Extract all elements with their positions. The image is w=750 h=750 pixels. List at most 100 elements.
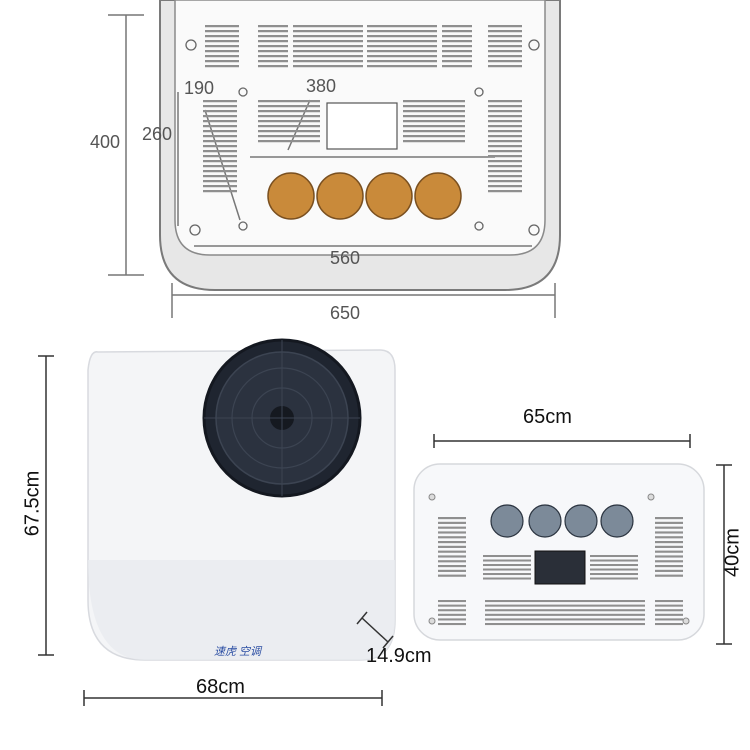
grille-slat xyxy=(483,564,531,567)
grille-slat xyxy=(205,55,239,58)
drawing-dimension-lines xyxy=(108,14,556,318)
grille-slat xyxy=(442,45,472,48)
grille-slat xyxy=(438,560,466,563)
grille-slat xyxy=(293,60,363,63)
grille-slat xyxy=(488,40,522,43)
left-depth-label: 14.9cm xyxy=(366,645,432,667)
grille-slat xyxy=(205,25,239,28)
grille-slat xyxy=(483,577,531,580)
grille-slat xyxy=(367,40,437,43)
grille-slat xyxy=(438,565,466,568)
grille-slat xyxy=(258,50,288,53)
grille-slat xyxy=(293,40,363,43)
grille-slat xyxy=(293,35,363,38)
grille-slat xyxy=(367,50,437,53)
drawing-orange-vents xyxy=(267,172,462,220)
grille-slat xyxy=(488,175,522,178)
grille-slat xyxy=(258,125,320,128)
grille-slat xyxy=(367,60,437,63)
grille-slat xyxy=(438,536,466,539)
condenser-fan xyxy=(202,338,362,498)
grille-slat xyxy=(655,569,683,572)
grille-slat xyxy=(442,25,472,28)
grille-slat xyxy=(655,526,683,529)
grille-slat xyxy=(488,105,522,108)
grille-slat xyxy=(205,40,239,43)
grille-slat xyxy=(403,100,465,103)
grille-slat xyxy=(293,45,363,48)
grille-slat xyxy=(442,55,472,58)
left-photo-dimension-lines xyxy=(38,355,394,706)
grille-slat xyxy=(488,170,522,173)
grille-slat xyxy=(655,555,683,558)
grille-slat xyxy=(203,130,237,133)
grille-slat xyxy=(438,604,466,607)
grille-slat xyxy=(367,25,437,28)
dim-650-label: 650 xyxy=(330,303,361,323)
grille-slat xyxy=(438,600,466,603)
grille-slat xyxy=(205,50,239,53)
grille-slat xyxy=(293,50,363,53)
grille-slat xyxy=(203,185,237,188)
grille-slat xyxy=(258,120,320,123)
grille-slat xyxy=(205,60,239,63)
grille-slat xyxy=(488,25,522,28)
grille-slat xyxy=(488,30,522,33)
grille-slat xyxy=(655,574,683,577)
drawing-control-box xyxy=(326,102,398,150)
grille-slat xyxy=(483,559,531,562)
grille-slat xyxy=(488,120,522,123)
drawing-screws xyxy=(185,39,540,236)
grille-slat xyxy=(403,115,465,118)
grille-slat xyxy=(203,165,237,168)
grille-slat xyxy=(438,517,466,520)
grille-slat xyxy=(203,100,237,103)
grille-slat xyxy=(442,35,472,38)
grille-slat xyxy=(488,115,522,118)
grille-slat xyxy=(590,559,638,562)
grille-slat xyxy=(203,145,237,148)
grille-slat xyxy=(258,25,288,28)
right-width-label: 65cm xyxy=(523,406,572,428)
grille-slat xyxy=(485,613,645,616)
grille-slat xyxy=(488,65,522,68)
grille-slat xyxy=(488,45,522,48)
indoor-screws xyxy=(428,493,690,625)
grille-slat xyxy=(655,545,683,548)
grille-slat xyxy=(203,120,237,123)
grille-slat xyxy=(258,105,320,108)
grille-slat xyxy=(442,40,472,43)
grille-slat xyxy=(483,555,531,558)
orange-vent xyxy=(414,172,462,220)
grille-slat xyxy=(485,623,645,626)
grille-slat xyxy=(488,145,522,148)
dim-190-label: 190 xyxy=(184,78,215,98)
indoor-control-box xyxy=(534,550,586,585)
grille-slat xyxy=(258,55,288,58)
grille-slat xyxy=(438,569,466,572)
grille-slat xyxy=(488,100,522,103)
grille-slat xyxy=(438,574,466,577)
grille-slat xyxy=(655,541,683,544)
grille-slat xyxy=(488,160,522,163)
grille-slat xyxy=(590,568,638,571)
grille-slat xyxy=(203,170,237,173)
grille-slat xyxy=(485,604,645,607)
grille-slat xyxy=(488,190,522,193)
orange-vent xyxy=(365,172,413,220)
grille-slat xyxy=(258,130,320,133)
dim-400-label: 400 xyxy=(90,132,121,152)
grille-slat xyxy=(483,573,531,576)
grille-slat xyxy=(488,185,522,188)
grille-slat xyxy=(205,65,239,68)
grille-slat xyxy=(203,155,237,158)
grille-slat xyxy=(655,560,683,563)
grille-slat xyxy=(590,564,638,567)
grille-slat xyxy=(485,600,645,603)
grille-slat xyxy=(205,45,239,48)
grille-slat xyxy=(258,110,320,113)
indoor-panel-vents xyxy=(490,504,634,538)
grille-slat xyxy=(483,568,531,571)
grille-slat xyxy=(258,35,288,38)
grille-slat xyxy=(655,604,683,607)
